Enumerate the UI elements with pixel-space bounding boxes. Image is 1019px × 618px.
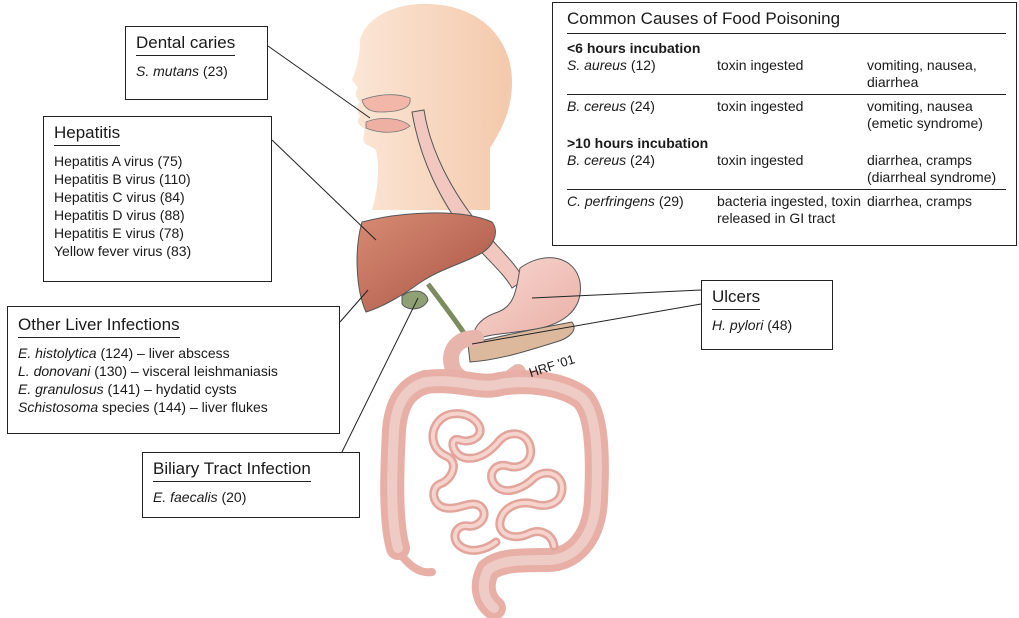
ulcers-box: Ulcers H. pylori (48)	[701, 280, 833, 350]
leader-biliary	[340, 298, 418, 456]
hepatitis-item: Hepatitis C virus (84)	[54, 188, 261, 206]
other-liver-infections-box: Other Liver Infections E. histolytica (1…	[7, 306, 340, 434]
organism-cell: S. aureus (12)	[567, 57, 717, 91]
leader-hepatitis	[272, 140, 376, 240]
hepatitis-title: Hepatitis	[54, 123, 120, 146]
table-row: C. perfringens (29) bacteria ingested, t…	[567, 193, 1006, 230]
mechanism-cell: toxin ingested	[717, 152, 867, 186]
hepatitis-item: Hepatitis E virus (78)	[54, 224, 261, 242]
organism-cell: C. perfringens (29)	[567, 193, 717, 227]
mechanism-cell: bacteria ingested, toxin released in GI …	[717, 193, 867, 227]
organism-cell: B. cereus (24)	[567, 98, 717, 132]
table-row: B. cereus (24) toxin ingested vomiting, …	[567, 98, 1006, 135]
hepatitis-item: Hepatitis A virus (75)	[54, 152, 261, 170]
hepatitis-item: Hepatitis B virus (110)	[54, 170, 261, 188]
table-row: B. cereus (24) toxin ingested diarrhea, …	[567, 152, 1006, 190]
mechanism-cell: toxin ingested	[717, 98, 867, 132]
dental-caries-organism: S. mutans (23)	[136, 62, 257, 80]
hepatitis-item: Hepatitis D virus (88)	[54, 206, 261, 224]
incubation-heading: >10 hours incubation	[567, 135, 1006, 152]
incubation-heading: <6 hours incubation	[567, 40, 1006, 57]
hepatitis-box: Hepatitis Hepatitis A virus (75) Hepatit…	[43, 116, 272, 282]
food-poisoning-box: Common Causes of Food Poisoning <6 hours…	[552, 2, 1017, 246]
bile-duct	[428, 284, 466, 336]
table-row: S. aureus (12) toxin ingested vomiting, …	[567, 57, 1006, 95]
liver-infection-item: E. histolytica (124) – liver abscess	[18, 344, 329, 362]
dental-caries-title: Dental caries	[136, 33, 235, 56]
symptom-cell: diarrhea, cramps	[867, 193, 1006, 227]
organism-cell: B. cereus (24)	[567, 152, 717, 186]
liver-infection-item: Schistosoma species (144) – liver flukes	[18, 398, 329, 416]
liver-infection-item: E. granulosus (141) – hydatid cysts	[18, 380, 329, 398]
biliary-tract-organism: E. faecalis (20)	[153, 488, 349, 506]
food-poisoning-title: Common Causes of Food Poisoning	[567, 9, 1006, 34]
symptom-cell: vomiting, nausea (emetic syndrome)	[867, 98, 1006, 132]
symptom-cell: diarrhea, cramps (diarrheal syndrome)	[867, 152, 1006, 186]
biliary-tract-box: Biliary Tract Infection E. faecalis (20)	[142, 452, 360, 518]
mechanism-cell: toxin ingested	[717, 57, 867, 91]
other-liver-infections-title: Other Liver Infections	[18, 315, 180, 338]
appendix	[402, 556, 432, 572]
dental-caries-box: Dental caries S. mutans (23)	[125, 26, 268, 100]
gallbladder	[402, 291, 428, 309]
biliary-tract-title: Biliary Tract Infection	[153, 459, 311, 482]
symptom-cell: vomiting, nausea, diarrhea	[867, 57, 1006, 91]
small-intestine	[433, 414, 562, 551]
ulcers-organism: H. pylori (48)	[712, 316, 822, 334]
liver-infection-item: L. donovani (130) – visceral leishmanias…	[18, 362, 329, 380]
ulcers-title: Ulcers	[712, 287, 760, 310]
hepatitis-item: Yellow fever virus (83)	[54, 242, 261, 260]
